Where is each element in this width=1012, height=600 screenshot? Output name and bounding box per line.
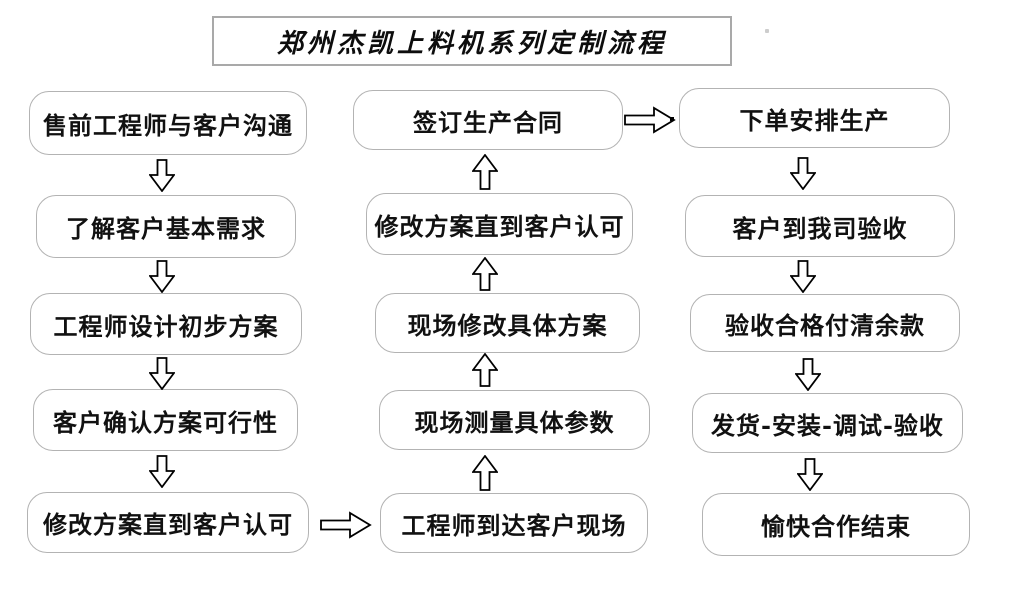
down-arrow-icon — [149, 357, 175, 390]
flow-node-right-1: 下单安排生产 — [679, 88, 950, 148]
flow-node-left-3: 工程师设计初步方案 — [30, 293, 302, 355]
page-title: 郑州杰凯上料机系列定制流程 — [276, 28, 667, 59]
flow-node-left-2: 了解客户基本需求 — [36, 195, 296, 258]
flow-node-left-5: 修改方案直到客户认可 — [27, 492, 309, 553]
flow-node-label: 修改方案直到客户认可 — [374, 211, 625, 241]
down-arrow-icon — [790, 260, 816, 293]
flow-node-left-1: 售前工程师与客户沟通 — [29, 91, 307, 155]
flow-node-label: 客户到我司验收 — [732, 213, 908, 243]
right-arrow-icon — [320, 511, 372, 539]
flow-node-label: 发货-安装-调试-验收 — [711, 410, 944, 440]
down-arrow-icon — [149, 455, 175, 488]
flow-node-right-4: 发货-安装-调试-验收 — [692, 393, 963, 453]
flow-node-label: 客户确认方案可行性 — [53, 407, 278, 437]
up-arrow-icon — [472, 257, 498, 291]
up-arrow-icon — [472, 455, 498, 491]
flow-node-right-2: 客户到我司验收 — [685, 195, 955, 257]
flow-node-middle-1: 签订生产合同 — [353, 90, 623, 150]
flow-node-label: 现场修改具体方案 — [407, 310, 608, 340]
arrow-tip-dot — [670, 117, 674, 121]
flow-node-label: 修改方案直到客户认可 — [43, 510, 293, 539]
flow-node-label: 工程师设计初步方案 — [53, 311, 279, 341]
flow-node-label: 工程师到达客户现场 — [401, 510, 627, 540]
flow-node-label: 下单安排生产 — [739, 105, 890, 135]
flow-node-middle-2: 修改方案直到客户认可 — [366, 193, 633, 255]
down-arrow-icon — [797, 458, 823, 491]
title-box: 郑州杰凯上料机系列定制流程 — [212, 16, 732, 66]
flow-node-label: 现场测量具体参数 — [414, 407, 615, 437]
flow-node-middle-4: 现场测量具体参数 — [379, 390, 650, 450]
up-arrow-icon — [472, 154, 498, 190]
flow-node-label: 售前工程师与客户沟通 — [43, 110, 293, 140]
down-arrow-icon — [790, 157, 816, 190]
flow-node-right-3: 验收合格付清余款 — [690, 294, 960, 352]
flow-node-middle-5: 工程师到达客户现场 — [380, 493, 648, 553]
down-arrow-icon — [149, 260, 175, 293]
down-arrow-icon — [149, 159, 175, 192]
flow-node-left-4: 客户确认方案可行性 — [33, 389, 298, 451]
flow-node-label: 签订生产合同 — [413, 107, 563, 137]
flow-node-middle-3: 现场修改具体方案 — [375, 293, 640, 353]
right-arrow-icon — [624, 106, 676, 134]
up-arrow-icon — [472, 353, 498, 387]
flow-node-label: 愉快合作结束 — [761, 512, 911, 541]
flow-node-label: 了解客户基本需求 — [66, 214, 266, 243]
flow-node-right-5: 愉快合作结束 — [702, 493, 970, 556]
stray-dot-artifact — [765, 29, 769, 33]
down-arrow-icon — [795, 358, 821, 391]
flow-node-label: 验收合格付清余款 — [725, 310, 925, 340]
